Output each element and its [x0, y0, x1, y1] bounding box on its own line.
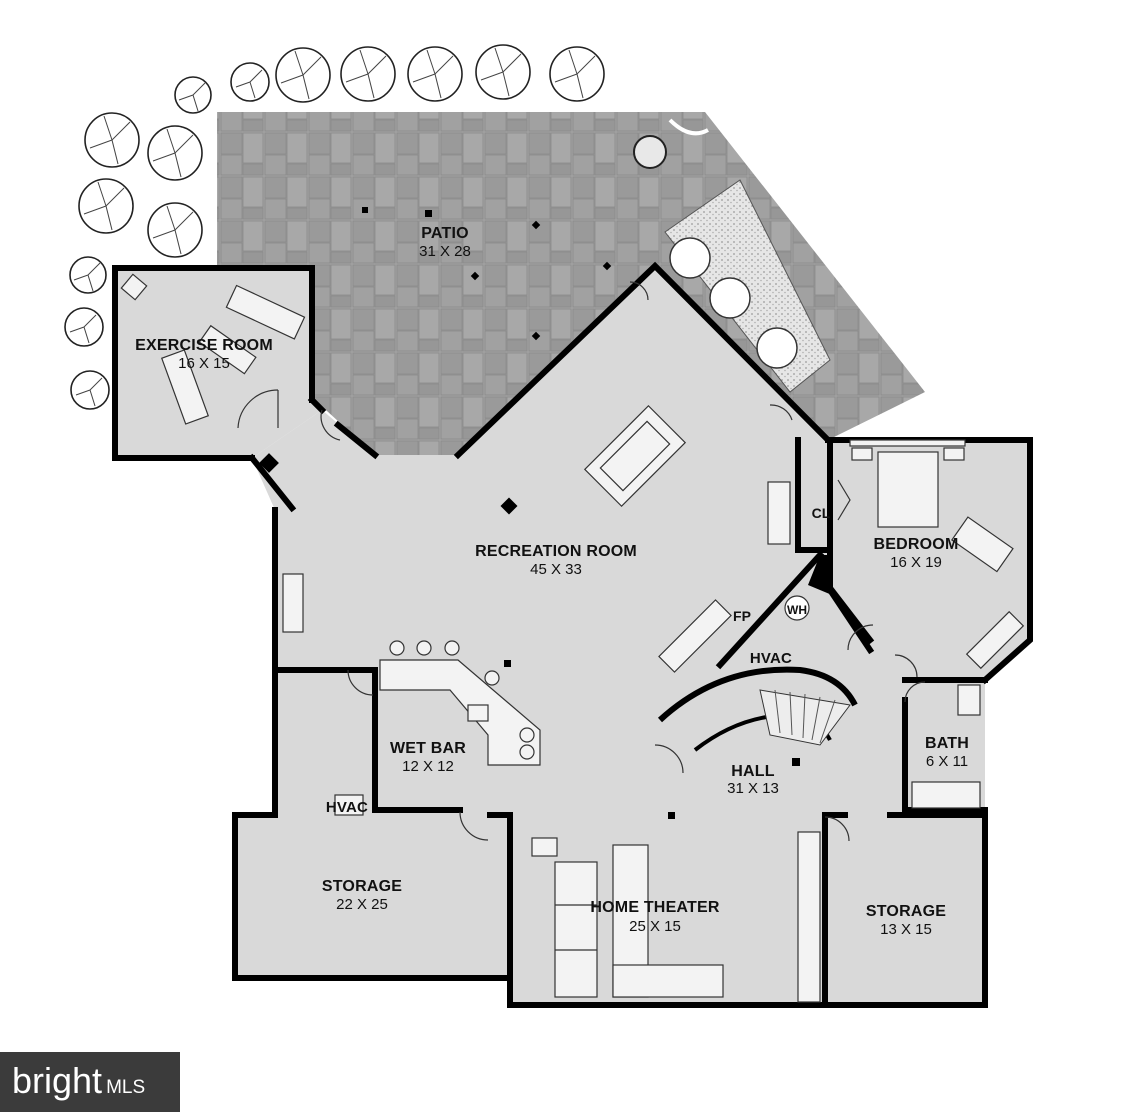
fireplace-label: FP	[733, 608, 751, 624]
bath-dims: 6 X 11	[926, 753, 968, 770]
bedroom-dims: 16 X 19	[890, 554, 942, 571]
water-heater-label: WH	[787, 603, 807, 617]
storage-hvac-label: HVAC	[326, 799, 368, 816]
closet-label: CL	[812, 505, 831, 521]
tree-icon-group	[64, 44, 605, 410]
storage-right-dims: 13 X 15	[880, 921, 932, 938]
watermark-brand: bright	[12, 1060, 103, 1101]
door-swings	[237, 281, 926, 842]
home-theater-dims: 25 X 15	[629, 918, 681, 935]
walls	[112, 261, 1033, 1008]
bath-label: BATH	[925, 735, 969, 752]
storage-right-label: STORAGE	[866, 903, 946, 920]
bedroom-label: BEDROOM	[874, 536, 959, 553]
hall-dims: 31 X 13	[727, 780, 779, 797]
recreation-room-dims: 45 X 33	[530, 561, 582, 578]
patio-fire-pit	[633, 135, 667, 169]
storage-left-label: STORAGE	[322, 878, 402, 895]
exercise-room-label: EXERCISE ROOM	[135, 337, 273, 354]
furniture	[120, 207, 1025, 1003]
home-theater-label: HOME THEATER	[590, 899, 719, 916]
hall-label: HALL	[731, 763, 774, 780]
recreation-room-label: RECREATION ROOM	[475, 543, 637, 560]
wet-bar-dims: 12 X 12	[402, 758, 454, 775]
patio-shrubs	[669, 237, 798, 369]
wet-bar-label: WET BAR	[390, 740, 466, 757]
watermark-suffix: MLS	[106, 1077, 146, 1098]
hall-hvac-label: HVAC	[750, 650, 792, 667]
room-labels: PATIO 31 X 28 EXERCISE ROOM 16 X 15 RECR…	[135, 225, 969, 938]
storage-left-dims: 22 X 25	[336, 896, 388, 913]
patio-area	[217, 112, 925, 455]
patio-label: PATIO	[421, 225, 469, 242]
patio-dims: 31 X 28	[419, 243, 471, 260]
exercise-room-dims: 16 X 15	[178, 355, 230, 372]
